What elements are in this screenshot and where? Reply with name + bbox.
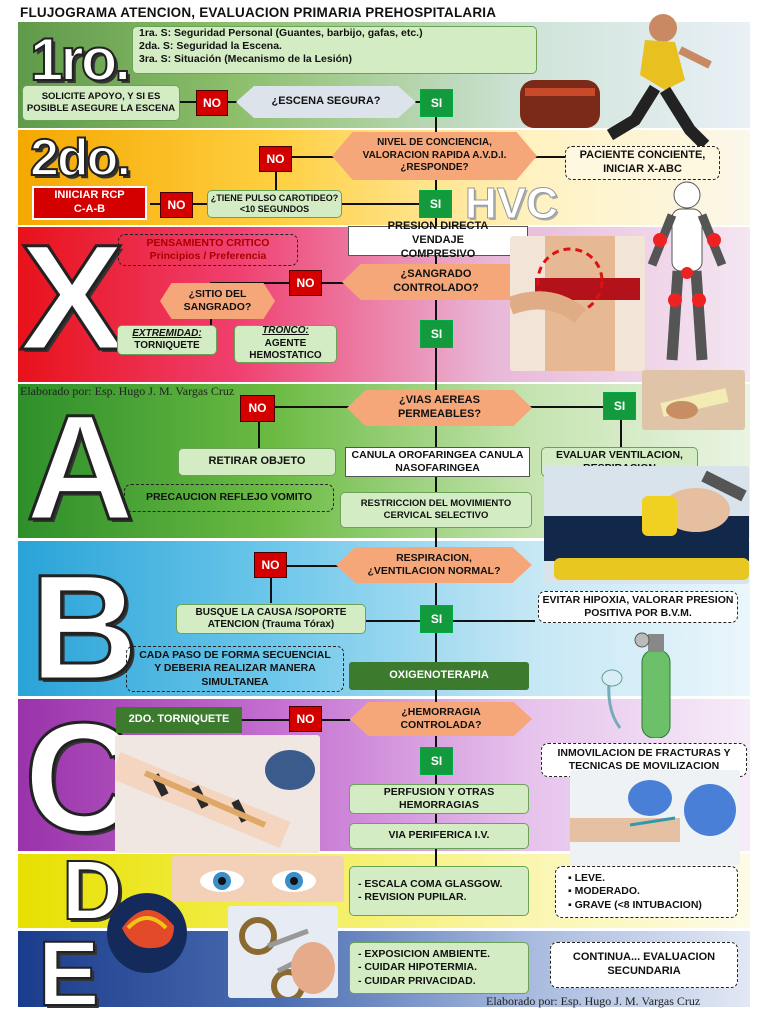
exposure-box: - EXPOSICION AMBIENTE. - CUIDAR HIPOTERM… — [349, 942, 529, 994]
si-badge: SI — [420, 89, 453, 117]
line-2do-no — [289, 156, 339, 158]
scene-safe-question: ¿ESCENA SEGURA? — [236, 86, 416, 118]
direct-pressure-box: PRESION DIRECTA VENDAJE COMPRESIVO — [348, 220, 528, 260]
leg-splint-image — [115, 735, 320, 853]
severity-text: MODERADO. — [574, 885, 640, 898]
line-a-left — [258, 406, 260, 452]
hypoxia-box: EVITAR HIPOXIA, VALORAR PRESION POSITIVA… — [538, 591, 738, 623]
no-badge: NO — [289, 706, 322, 732]
step-e-letter: E — [37, 923, 100, 1024]
safety-item: 1ra. S: Seguridad Personal (Guantes, bar… — [139, 27, 423, 39]
iv-access-image — [570, 770, 740, 865]
line-2do-down — [275, 160, 277, 190]
si-badge: SI — [603, 392, 636, 420]
neuro-box: - ESCALA COMA GLASGOW. - REVISION PUPILA… — [349, 866, 529, 916]
severity-item: ▪ GRAVE (<8 INTUBACION) — [568, 898, 702, 911]
severity-box: ▪ LEVE. ▪ MODERADO. ▪ GRAVE (<8 INTUBACI… — [555, 866, 738, 918]
body-diagram-image — [647, 181, 727, 361]
oxygen-tank-image — [601, 632, 671, 738]
credit-text: Elaborado por: Esp. Hugo J. M. Vargas Cr… — [486, 994, 701, 1008]
neuro-item: - REVISION PUPILAR. — [358, 891, 467, 903]
no-badge: NO — [259, 146, 292, 172]
step-x-letter: X — [18, 213, 126, 381]
request-support-box: SOLICITE APOYO, Y SI ES POSIBLE ASEGURE … — [22, 85, 180, 121]
step-1ro-label: 1ro. — [29, 26, 132, 93]
extremity-label: EXTREMIDAD: — [132, 327, 202, 339]
hvc-label: HVC — [465, 179, 559, 228]
cervical-restriction-box: RESTRICCION DEL MOVIMIENTO CERVICAL SELE… — [340, 492, 532, 528]
remove-object-box: RETIRAR OBJETO — [178, 448, 336, 476]
paramedic-running-image — [520, 14, 712, 150]
conscious-patient-box: PACIENTE CONCIENTE, INICIAR X-ABC — [565, 146, 720, 180]
severity-item: ▪ LEVE. — [568, 872, 605, 885]
trunk-action: AGENTE HEMOSTATICO — [249, 337, 322, 362]
step-2do-label: 2do. — [29, 129, 132, 187]
severity-item: ▪ MODERADO. — [568, 885, 640, 898]
cervical-collar-image — [544, 466, 749, 584]
safety-item: 3ra. S: Situación (Mecanismo de la Lesió… — [139, 53, 352, 66]
trunk-box: TRONCO: AGENTE HEMOSTATICO — [234, 325, 337, 363]
line-2do-right — [530, 156, 570, 158]
safety-item: 2da. S: Seguridad la Escena. — [139, 40, 282, 53]
bleeding-controlled-question: ¿SANGRADO CONTROLADO? — [342, 264, 530, 300]
page-title: FLUJOGRAMA ATENCION, EVALUACION PRIMARIA… — [20, 5, 497, 20]
credit-text: Elaborado por: Esp. Hugo J. M. Vargas Cr… — [20, 384, 235, 398]
vomit-reflex-box: PRECAUCION REFLEJO VOMITO — [124, 484, 334, 512]
step-a-letter: A — [24, 383, 135, 551]
brain-head-image — [107, 893, 187, 973]
trunk-label: TRONCO: — [262, 325, 309, 337]
extremity-box: EXTREMIDAD: TORNIQUETE — [117, 325, 217, 355]
sequential-steps-box: CADA PASO DE FORMA SECUENCIAL Y DEBERIA … — [126, 646, 344, 692]
critical-thinking-box: PENSAMIENTO CRITICO Principios / Prefere… — [118, 234, 298, 266]
si-badge: SI — [419, 190, 452, 218]
perfusion-box: PERFUSION Y OTRAS HEMORRAGIAS — [349, 784, 529, 814]
exposure-item: - CUIDAR HIPOTERMIA. — [358, 961, 477, 974]
si-badge: SI — [420, 320, 453, 348]
neuro-item: - ESCALA COMA GLASGOW. — [358, 877, 503, 890]
oxygen-therapy-box: OXIGENOTERAPIA — [349, 662, 529, 690]
airway-question: ¿VIAS AEREAS PERMEABLES? — [347, 390, 532, 426]
line-b-left — [270, 565, 272, 603]
airway-hands-image — [642, 370, 745, 430]
severity-text: LEVE. — [574, 872, 605, 885]
no-badge: NO — [254, 552, 287, 578]
line-a-right — [620, 406, 622, 450]
breathing-question: RESPIRACION, ¿VENTILACION NORMAL? — [336, 547, 532, 583]
find-cause-box: BUSQUE LA CAUSA /SOPORTE ATENCION (Traum… — [176, 604, 366, 634]
consciousness-question: NIVEL DE CONCIENCIA, VALORACION RAPIDA A… — [332, 132, 537, 180]
no-badge: NO — [289, 270, 322, 296]
step-b-letter: B — [28, 543, 139, 711]
exposure-item: - CUIDAR PRIVACIDAD. — [358, 974, 476, 987]
si-badge: SI — [420, 747, 453, 775]
severity-text: GRAVE (<8 INTUBACION) — [574, 898, 702, 911]
cannula-box: CANULA OROFARINGEA CANULA NASOFARINGEA — [345, 447, 530, 477]
eyes-image — [172, 856, 344, 902]
si-badge: SI — [420, 605, 453, 633]
no-badge: NO — [196, 90, 228, 116]
hemorrhage-question: ¿HEMORRAGIA CONTROLADA? — [350, 702, 532, 736]
safety-list: 1ra. S: Seguridad Personal (Guantes, bar… — [132, 26, 537, 74]
second-tourniquet-box: 2DO. TORNIQUETE — [116, 707, 242, 733]
line-x — [210, 282, 345, 284]
tourniquet-image — [510, 236, 645, 371]
start-rcp-box: INIICIAR RCP C-A-B — [32, 186, 147, 220]
exposure-item: - EXPOSICION AMBIENTE. — [358, 948, 491, 961]
carotid-pulse-question: ¿TIENE PULSO CAROTIDEO? <10 SEGUNDOS — [207, 190, 342, 218]
line-b — [270, 565, 350, 567]
iv-access-box: VIA PERIFERICA I.V. — [349, 823, 529, 849]
bleeding-site-question: ¿SITIO DEL SANGRADO? — [160, 283, 275, 319]
extremity-action: TORNIQUETE — [134, 340, 200, 351]
no-badge: NO — [240, 395, 275, 422]
no-badge: NO — [160, 192, 193, 218]
continue-box: CONTINUA... EVALUACION SECUNDARIA — [550, 942, 738, 988]
scissors-hand-image — [228, 906, 338, 998]
